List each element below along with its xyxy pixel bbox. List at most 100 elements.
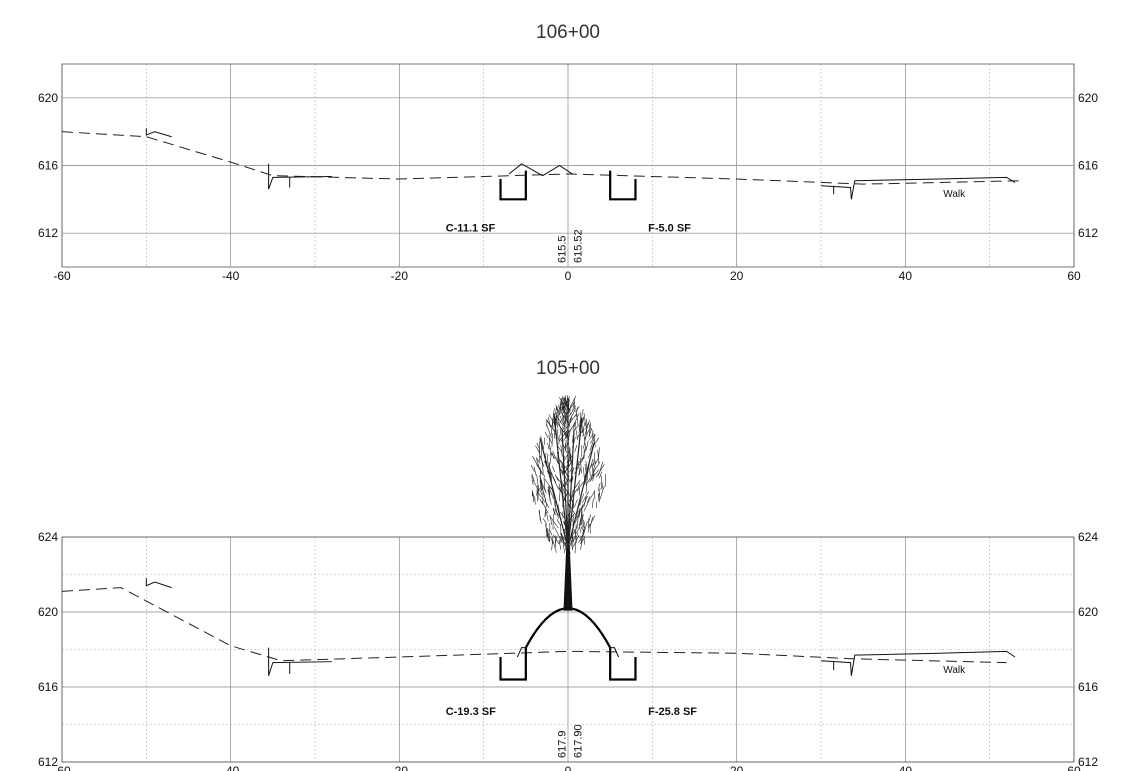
canopy-stroke	[543, 477, 546, 492]
canopy-stroke	[546, 424, 552, 439]
canopy-stroke	[589, 422, 592, 431]
canopy-stroke	[558, 486, 561, 502]
canopy-stroke	[558, 458, 566, 469]
canopy-stroke	[552, 534, 560, 544]
canopy-stroke	[591, 441, 596, 449]
canopy-stroke	[582, 416, 585, 424]
left-tree-well	[499, 647, 527, 681]
canopy-stroke	[577, 482, 581, 490]
canopy-stroke	[566, 520, 572, 529]
canopy-stroke	[553, 418, 557, 434]
canopy-stroke	[552, 408, 555, 423]
y-tick-label-left: 612	[38, 755, 58, 769]
walk-label: Walk	[943, 665, 966, 676]
canopy-stroke	[559, 466, 564, 476]
canopy-stroke	[555, 414, 564, 426]
canopy-stroke	[536, 442, 540, 450]
canopy-stroke	[598, 488, 601, 496]
right-mound-edge	[605, 639, 620, 658]
canopy-stroke	[560, 438, 568, 453]
canopy-stroke	[576, 506, 583, 514]
canopy-stroke	[562, 455, 565, 466]
canopy-stroke	[537, 492, 546, 503]
canopy-stroke	[549, 469, 557, 484]
canopy-stroke	[539, 475, 544, 487]
fill-area-label: F-5.0 SF	[648, 222, 691, 234]
canopy-stroke	[556, 451, 560, 461]
canopy-stroke	[576, 481, 584, 492]
canopy-stroke	[588, 514, 592, 522]
canopy-stroke	[544, 478, 553, 490]
y-tick-label-left: 616	[38, 680, 58, 694]
canopy-stroke	[560, 465, 568, 475]
canopy-stroke	[532, 492, 536, 500]
canopy-stroke	[544, 460, 551, 475]
canopy-stroke	[575, 526, 580, 534]
canopy-stroke	[570, 475, 574, 483]
canopy-stroke	[535, 445, 541, 454]
canopy-stroke	[581, 423, 583, 433]
canopy-stroke	[579, 421, 582, 429]
canopy-stroke	[569, 447, 571, 462]
canopy-stroke	[561, 537, 565, 554]
canopy-stroke	[592, 461, 597, 473]
tree-branch	[539, 437, 569, 549]
canopy-stroke	[598, 461, 604, 476]
canopy-stroke	[577, 493, 585, 508]
canopy-stroke	[600, 475, 604, 489]
tree-branch	[567, 442, 595, 549]
y-tick-label-left: 620	[38, 91, 58, 105]
canopy-stroke	[538, 488, 543, 496]
y-tick-label-right: 612	[1078, 755, 1098, 769]
y-tick-label-right: 624	[1078, 530, 1098, 544]
canopy-stroke	[548, 486, 551, 501]
canopy-stroke	[541, 462, 544, 474]
x-tick-label: 0	[565, 269, 572, 283]
canopy-stroke	[546, 511, 549, 522]
canopy-stroke	[569, 466, 573, 473]
canopy-stroke	[563, 521, 567, 529]
canopy-stroke	[572, 403, 575, 411]
canopy-stroke	[576, 414, 579, 427]
canopy-stroke	[576, 516, 579, 529]
canopy-stroke	[583, 413, 587, 427]
canopy-stroke	[565, 524, 567, 534]
canopy-stroke	[563, 467, 571, 482]
canopy-stroke	[555, 500, 558, 507]
canopy-stroke	[533, 466, 537, 476]
walk-label: Walk	[943, 189, 966, 200]
canopy-stroke	[595, 457, 600, 465]
canopy-stroke	[572, 422, 576, 431]
canopy-stroke	[568, 405, 577, 417]
canopy-stroke	[598, 483, 600, 492]
canopy-stroke	[587, 464, 590, 474]
canopy-stroke	[574, 529, 577, 543]
x-tick-label: 40	[899, 269, 913, 283]
canopy-stroke	[558, 400, 562, 416]
canopy-stroke	[544, 452, 547, 463]
x-tick-label: -60	[53, 764, 71, 771]
left-curb-marker	[145, 128, 172, 138]
canopy-stroke	[548, 529, 551, 542]
canopy-stroke	[589, 516, 594, 527]
canopy-stroke	[549, 437, 553, 444]
canopy-stroke	[598, 447, 600, 457]
x-tick-label: 60	[1067, 269, 1081, 283]
left-curb	[268, 647, 332, 676]
y-tick-label-right: 616	[1078, 680, 1098, 694]
x-tick-label: 0	[565, 764, 572, 771]
canopy-stroke	[559, 489, 567, 502]
canopy-stroke	[574, 445, 578, 452]
canopy-stroke	[532, 455, 539, 467]
left-curb	[268, 163, 332, 190]
canopy-stroke	[587, 518, 589, 533]
canopy-stroke	[583, 434, 587, 449]
canopy-stroke	[560, 460, 570, 472]
y-tick-label-left: 612	[38, 226, 58, 240]
existing-elevation-label: 615.5	[556, 235, 568, 263]
canopy-stroke	[575, 457, 584, 469]
tree-canopy	[530, 395, 606, 554]
canopy-stroke	[584, 464, 587, 473]
canopy-stroke	[570, 395, 577, 407]
canopy-stroke	[551, 536, 554, 551]
